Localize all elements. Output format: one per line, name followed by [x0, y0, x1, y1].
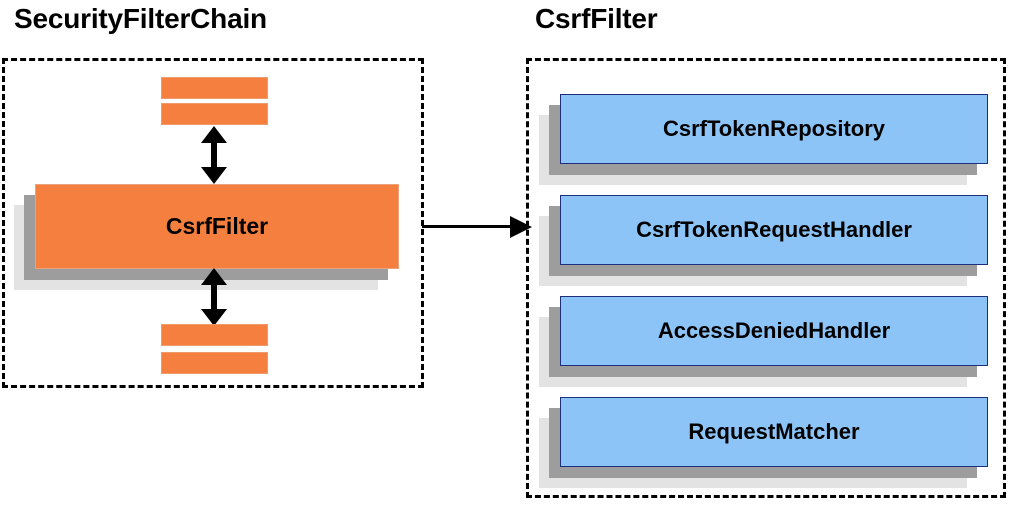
card-front: AccessDeniedHandler [560, 296, 988, 366]
node-csrftokenrepository[interactable]: CsrfTokenRepository [539, 94, 988, 185]
card-front: CsrfTokenRequestHandler [560, 195, 988, 265]
arrow-above-csrffilter [201, 126, 227, 184]
arrow-shaft [211, 139, 217, 171]
node-label-requestmatcher: RequestMatcher [688, 419, 860, 444]
group-box-security-filter-chain [2, 58, 424, 388]
card-front: CsrfFilter [35, 184, 399, 269]
filter-stub-bottom-1 [161, 324, 268, 346]
group-box-csrffilter [526, 58, 1006, 498]
filter-stub-top-1 [161, 77, 268, 99]
filter-stub-top-2 [161, 103, 268, 125]
arrowhead-up-icon [201, 126, 227, 143]
node-label-accessdeniedhandler: AccessDeniedHandler [657, 318, 891, 343]
arrow-shaft [211, 281, 217, 313]
node-accessdeniedhandler[interactable]: AccessDeniedHandler [539, 296, 988, 387]
arrowhead-down-icon [201, 167, 227, 184]
node-csrffilter[interactable]: CsrfFilter [14, 184, 399, 290]
arrow-below-csrffilter [201, 268, 227, 326]
card-front: RequestMatcher [560, 397, 988, 467]
node-label-csrftokenrequesthandler: CsrfTokenRequestHandler [636, 217, 912, 242]
arrowhead-up-icon [201, 268, 227, 285]
page-title-security-filter-chain: SecurityFilterChain [14, 3, 267, 34]
node-csrftokenrequesthandler[interactable]: CsrfTokenRequestHandler [539, 195, 988, 286]
node-label-csrftokenrepository: CsrfTokenRepository [662, 116, 886, 141]
node-label-csrffilter: CsrfFilter [165, 213, 269, 239]
page-title-csrffilter: CsrfFilter [535, 3, 658, 34]
csrffilter-detail-arrow [422, 216, 532, 238]
arrowhead-down-icon [201, 309, 227, 326]
node-requestmatcher[interactable]: RequestMatcher [539, 397, 988, 488]
card-front: CsrfTokenRepository [560, 94, 988, 164]
arrow-shaft [422, 225, 518, 228]
filter-stub-bottom-2 [161, 352, 268, 374]
